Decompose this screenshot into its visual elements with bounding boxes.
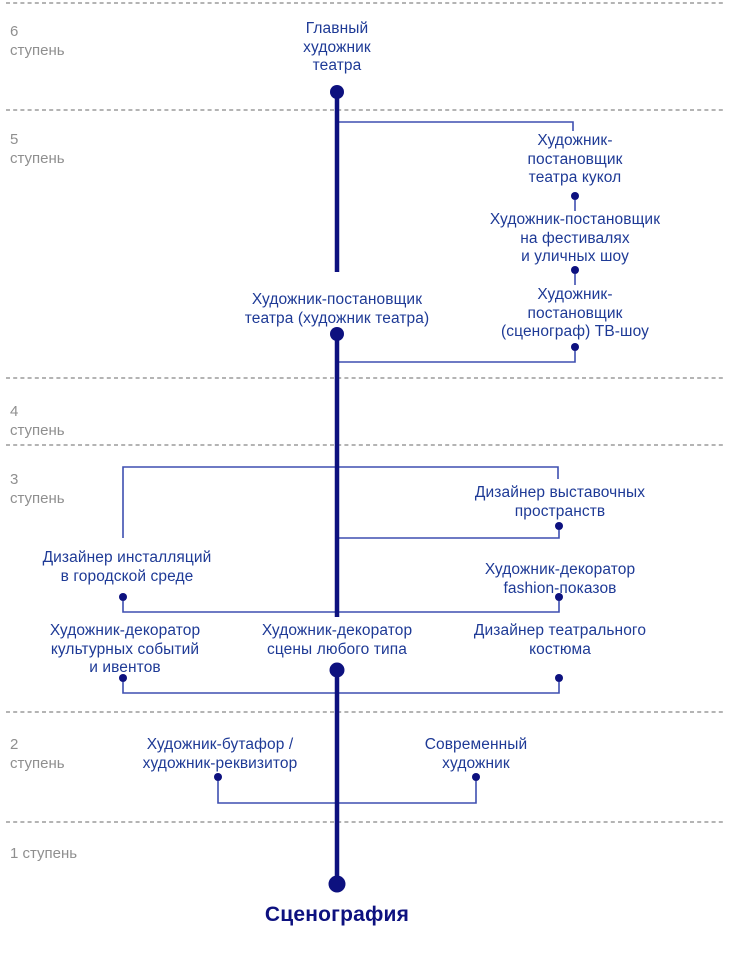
root-title-scenography: Сценография bbox=[264, 903, 410, 926]
node-theater-costume-designer: Дизайнер театрального костюма bbox=[473, 622, 647, 658]
node-puppet-theater-designer: Художник- постановщик театра кукол bbox=[527, 132, 623, 186]
node-contemporary-artist: Современный художник bbox=[424, 736, 528, 772]
node-theater-production-designer: Художник-постановщик театра (художник те… bbox=[244, 291, 430, 327]
node-fashion-show-decorator: Художник-декоратор fashion-показов bbox=[484, 561, 636, 597]
node-festival-street-designer: Художник-постановщик на фестивалях и ули… bbox=[489, 211, 661, 265]
node-chief-theater-artist: Главный художник театра bbox=[303, 20, 371, 74]
node-any-stage-decorator: Художник-декоратор сцены любого типа bbox=[261, 622, 413, 658]
stage-label-3: 3 ступень bbox=[10, 471, 65, 507]
stage-label-5: 5 ступень bbox=[10, 131, 65, 167]
node-exhibition-space-designer: Дизайнер выставочных пространств bbox=[474, 484, 646, 520]
stage-label-6: 6 ступень bbox=[10, 23, 65, 59]
node-urban-installation-designer: Дизайнер инсталляций в городской среде bbox=[42, 549, 212, 585]
node-cultural-events-decorator: Художник-декоратор культурных событий и … bbox=[49, 622, 201, 676]
branch-connectors bbox=[122, 121, 576, 804]
node-props-artist: Художник-бутафор / художник-реквизитор bbox=[142, 736, 298, 772]
node-tv-show-designer: Художник- постановщик (сценограф) ТВ-шоу bbox=[501, 286, 649, 340]
stage-label-2: 2 ступень bbox=[10, 736, 65, 772]
stage-label-1: 1 ступень bbox=[10, 845, 78, 862]
node-dots bbox=[119, 85, 579, 893]
stage-label-4: 4 ступень bbox=[10, 403, 65, 439]
stage-separator-lines bbox=[6, 2, 724, 823]
